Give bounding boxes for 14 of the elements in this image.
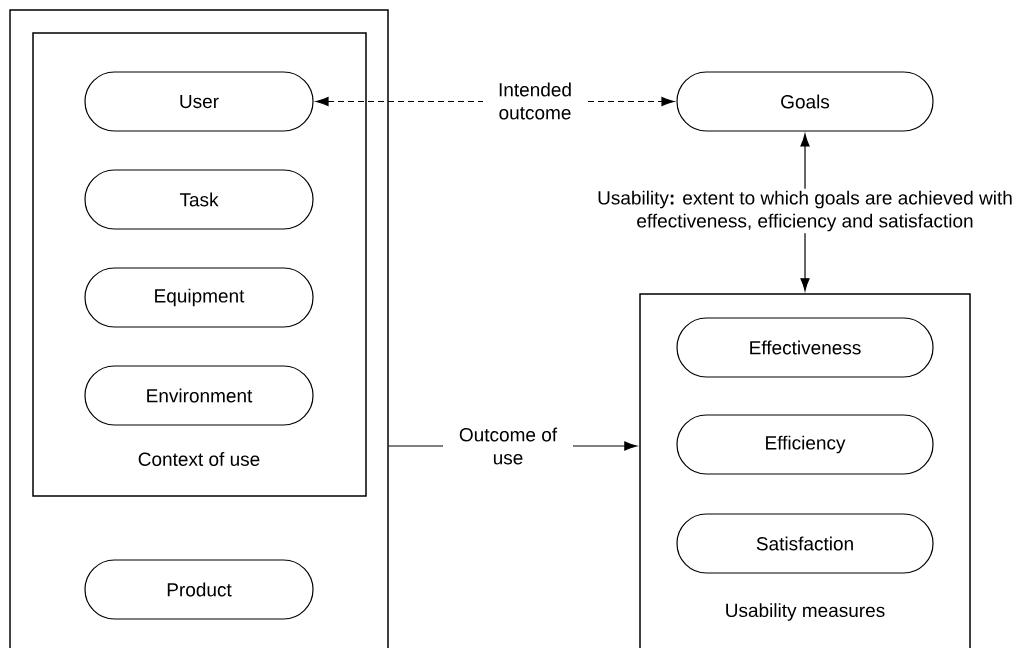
outer-box <box>9 9 389 648</box>
pill-box: Effectiveness <box>676 317 934 378</box>
pill-box: User <box>84 71 314 132</box>
edge-label: Intended outcome <box>483 80 587 122</box>
edge-label: Outcome of use <box>443 425 573 467</box>
pill-box: Environment <box>84 365 314 426</box>
arrow <box>315 96 675 107</box>
pill-box: Goals <box>676 71 934 132</box>
pill-box: Task <box>84 169 314 230</box>
edge-label: Usability: extent to which goals are achieved with effectiveness, efficiency and satisfaction <box>583 188 1016 234</box>
pill-box: Product <box>84 559 314 620</box>
pill-box: Satisfaction <box>676 513 934 574</box>
pill-box: Equipment <box>84 267 314 328</box>
pill-box: Efficiency <box>676 414 934 475</box>
